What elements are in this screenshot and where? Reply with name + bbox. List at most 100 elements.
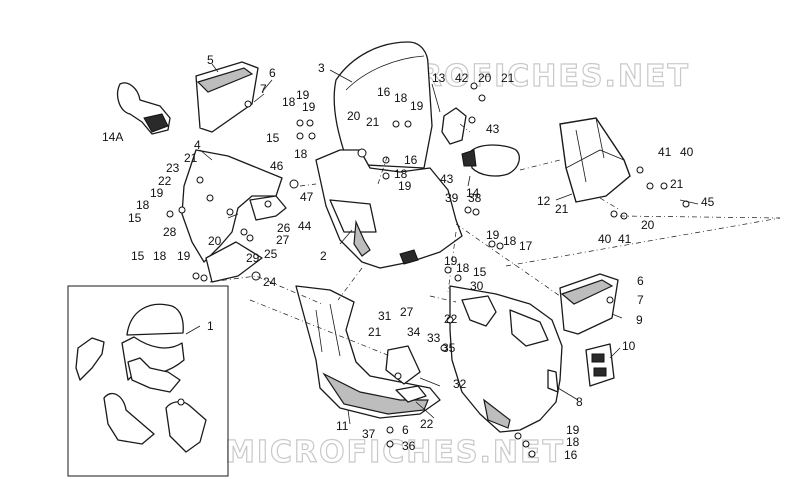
label-19: 19 — [150, 186, 164, 200]
label-43: 43 — [486, 122, 500, 136]
label-1: 1 — [207, 319, 214, 333]
label-18: 18 — [503, 234, 517, 248]
label-33: 33 — [427, 331, 441, 345]
label-19: 19 — [398, 179, 412, 193]
label-42: 42 — [455, 71, 469, 85]
label-18: 18 — [294, 147, 308, 161]
label-28: 28 — [163, 225, 177, 239]
fairing-inner-bracket — [385, 295, 497, 403]
switch-panel — [585, 343, 615, 387]
label-41: 41 — [618, 232, 632, 246]
label-11: 11 — [336, 419, 349, 433]
mirror-14a — [116, 82, 171, 135]
label-20: 20 — [478, 71, 492, 85]
label-20: 20 — [347, 109, 361, 123]
label-21: 21 — [501, 71, 515, 85]
label-18: 18 — [566, 435, 580, 449]
label-35: 35 — [442, 341, 456, 355]
label-14a: 14A — [102, 130, 123, 144]
mounting-frame — [559, 117, 631, 203]
label-27: 27 — [400, 305, 414, 319]
label-6-top: 6 — [269, 66, 276, 80]
windscreen — [333, 41, 433, 169]
label-7-right: 7 — [637, 293, 644, 307]
label-31: 31 — [378, 309, 392, 323]
upper-fairing — [315, 149, 463, 269]
label-5: 5 — [207, 53, 214, 67]
label-18: 18 — [394, 167, 408, 181]
label-21: 21 — [555, 202, 569, 216]
label-18: 18 — [394, 91, 408, 105]
assembly-lines — [209, 123, 781, 357]
label-18: 18 — [282, 95, 296, 109]
label-41: 41 — [658, 145, 672, 159]
label-21: 21 — [368, 325, 382, 339]
label-10: 10 — [622, 339, 636, 353]
label-2: 2 — [320, 249, 327, 263]
label-18: 18 — [153, 249, 167, 263]
label-19: 19 — [486, 228, 500, 242]
label-32: 32 — [453, 377, 467, 391]
label-8: 8 — [576, 395, 583, 409]
label-18: 18 — [456, 261, 470, 275]
label-17: 17 — [519, 239, 533, 253]
label-37: 37 — [362, 427, 376, 441]
label-16: 16 — [564, 448, 578, 462]
label-19: 19 — [177, 249, 191, 263]
label-15: 15 — [473, 265, 487, 279]
label-19: 19 — [566, 423, 580, 437]
label-21: 21 — [670, 177, 684, 191]
mirror-14 — [461, 144, 520, 177]
label-30: 30 — [470, 279, 484, 293]
label-46: 46 — [270, 159, 284, 173]
label-22: 22 — [420, 417, 434, 431]
watermark-bottom: MICROFICHES.NET — [225, 435, 565, 470]
label-23: 23 — [166, 161, 180, 175]
label-22: 22 — [444, 312, 458, 326]
label-34: 34 — [407, 325, 421, 339]
label-39: 39 — [445, 191, 459, 205]
leader-lines — [185, 63, 699, 425]
mirror-bracket-plate — [441, 107, 467, 145]
label-4: 4 — [194, 138, 201, 152]
label-43: 43 — [440, 172, 454, 186]
label-29: 29 — [246, 251, 260, 265]
label-40: 40 — [598, 232, 612, 246]
label-16: 16 — [377, 85, 391, 99]
bracket-26 — [249, 195, 287, 221]
label-6-right: 6 — [637, 274, 644, 288]
label-40: 40 — [680, 145, 694, 159]
label-12: 12 — [537, 194, 551, 208]
label-27: 27 — [276, 233, 290, 247]
label-19: 19 — [296, 88, 310, 102]
label-13: 13 — [432, 71, 446, 85]
label-20: 20 — [641, 218, 655, 232]
label-21: 21 — [184, 151, 198, 165]
label-16: 16 — [404, 153, 418, 167]
callout-labels: 1 2 3 4 5 6 6 6 7 7 8 9 10 11 12 13 14 1… — [102, 53, 715, 462]
label-19: 19 — [302, 100, 316, 114]
label-15: 15 — [266, 131, 280, 145]
label-36: 36 — [402, 439, 416, 453]
turn-indicator-right — [559, 273, 619, 335]
label-38: 38 — [468, 191, 482, 205]
label-24: 24 — [263, 275, 277, 289]
label-45: 45 — [701, 195, 715, 209]
label-26: 26 — [277, 221, 291, 235]
label-9: 9 — [636, 313, 643, 327]
label-6-bottom: 6 — [402, 423, 409, 437]
label-21: 21 — [366, 115, 380, 129]
fairing-left-panel — [181, 149, 283, 283]
label-47: 47 — [300, 190, 314, 204]
label-19: 19 — [444, 254, 458, 268]
label-7-top: 7 — [260, 82, 267, 96]
label-3: 3 — [318, 61, 325, 75]
label-44: 44 — [298, 219, 312, 233]
label-15: 15 — [131, 249, 145, 263]
label-19: 19 — [410, 99, 424, 113]
lower-fairing — [295, 285, 441, 419]
label-18: 18 — [136, 198, 150, 212]
inset-kit-box — [67, 285, 229, 477]
label-22: 22 — [158, 174, 172, 188]
